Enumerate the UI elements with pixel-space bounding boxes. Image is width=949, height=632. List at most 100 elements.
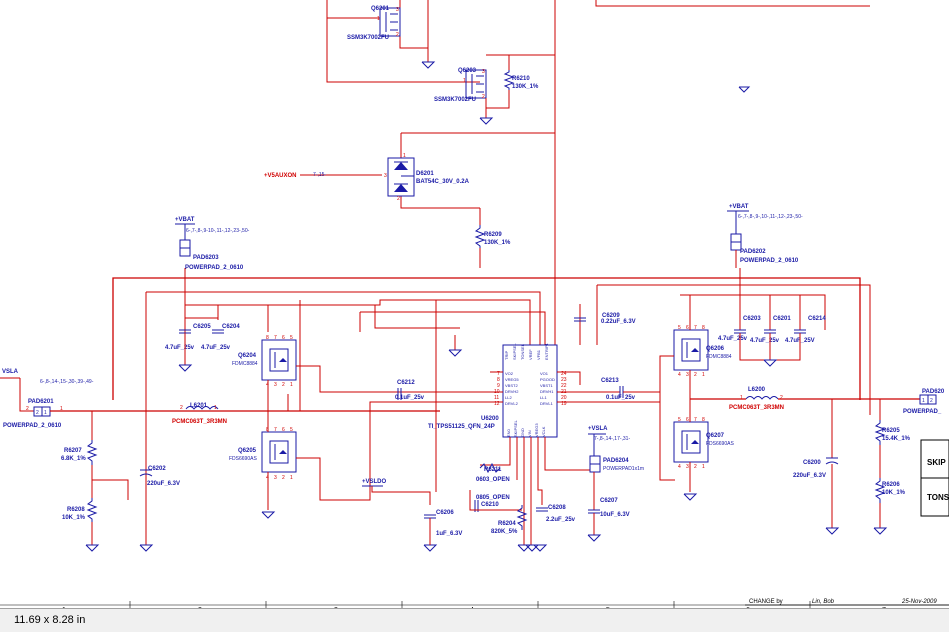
svg-text:1: 1	[922, 398, 925, 404]
q6207-part: FDS6690AS	[706, 441, 734, 447]
c6214-ref: C6214	[808, 316, 826, 322]
svg-text:3: 3	[396, 7, 399, 13]
pad6204-ref: PAD6204	[603, 458, 629, 464]
svg-text:5: 5	[678, 325, 681, 331]
svg-text:7: 7	[274, 427, 277, 433]
svg-text:2: 2	[482, 94, 485, 100]
ic-pin-right-6: DRVL1	[540, 401, 554, 406]
c6213-value: 0.1uF_25v	[606, 395, 636, 401]
svg-text:8: 8	[702, 417, 705, 423]
r6210-resistor: R6210 130K_1%	[503, 70, 539, 90]
svg-text:5: 5	[290, 427, 293, 433]
l6200-ref: L6200	[748, 387, 766, 393]
c6210-ref: C6210	[481, 502, 499, 508]
c6200-capacitor: C6200 220uF_6.3V	[793, 457, 839, 479]
svg-text:1: 1	[290, 382, 293, 388]
vbat-left-refs: 6-,7-,8-,9-10-,11-,12-,23-,50-	[186, 228, 250, 234]
q6201-ref: Q6201	[371, 6, 390, 12]
vbat-right-label: +VBAT	[729, 204, 749, 210]
q6204-mosfet: 8 7 6 5 4 3 2 1 Q6204 FDMC8884	[232, 335, 297, 388]
svg-text:1: 1	[463, 78, 466, 84]
l6200-part: PCMC063T_3R3MN	[729, 405, 784, 411]
c6201-ref: C6201	[773, 316, 791, 322]
pad6201-ref: PAD6201	[28, 399, 54, 405]
bus-wires	[112, 268, 871, 545]
r6209-ref: R6209	[484, 232, 502, 238]
svg-text:5: 5	[678, 417, 681, 423]
l6201-inductor: 2 1 L6201 PCMC063T_3R3MN	[172, 403, 227, 425]
c6207-ref: C6207	[600, 498, 618, 504]
svg-text:1: 1	[60, 406, 63, 412]
svg-text:19: 19	[561, 401, 567, 407]
ic-pin-left-1: VO2	[505, 371, 514, 376]
ic-pin-top-1: TRIP	[504, 351, 509, 360]
c6208-value: 2.2uF_25v	[546, 517, 576, 523]
svg-text:2: 2	[26, 406, 29, 412]
ic-pin-left-4: DRVH2	[505, 389, 519, 394]
q6206-mosfet: 5 6 7 8 4 3 2 1 Q6206 FDMC8884	[673, 325, 732, 378]
c6212-value: 0.1uF_25v	[395, 395, 425, 401]
ic-pin-top-6: ENTRIP1	[544, 342, 549, 360]
svg-text:2: 2	[780, 395, 783, 401]
c6203-value: 4.7uF_25v	[718, 336, 748, 342]
svg-text:12: 12	[494, 401, 500, 407]
c6204-value: 4.7uF_25v	[201, 345, 231, 351]
page-size-indicator[interactable]: 11.69 x 8.28 in	[14, 614, 86, 626]
svg-text:1: 1	[377, 16, 380, 22]
svg-text:7: 7	[694, 325, 697, 331]
title-skip-cell: SKIP	[927, 458, 946, 467]
q6206-part: FDMC8884	[706, 354, 732, 360]
c6205-value: 4.7uF_25v	[165, 345, 195, 351]
r6205-value: 15.4K_1%	[882, 436, 911, 442]
svg-text:6: 6	[282, 335, 285, 341]
c6209-capacitor: C6209 0.22uF_6.3V	[574, 313, 636, 325]
pad6202-part: POWERPAD_2_0610	[740, 258, 799, 264]
u6200-ref: U6200	[481, 416, 499, 422]
vsla-mid-refs: 7-,8-,14-,17-,31-	[594, 436, 630, 442]
ic-pin-bottom-3: GND	[520, 428, 525, 437]
c6208-capacitor: C6208 2.2uF_25v	[536, 505, 576, 523]
r6208-resistor: R6208 10K_1%	[62, 498, 98, 522]
c6205-ref: C6205	[193, 324, 211, 330]
l6201-part: PCMC063T_3R3MN	[172, 419, 227, 425]
pad6203-part: POWERPAD_2_0610	[185, 265, 244, 271]
svg-text:3: 3	[274, 475, 277, 481]
ic-pin-left-3: VBST2	[505, 383, 518, 388]
ic-pin-right-4: DRVH1	[540, 389, 554, 394]
svg-text:6: 6	[282, 427, 285, 433]
svg-text:1: 1	[702, 372, 705, 378]
c6208-ref: C6208	[548, 505, 566, 511]
q6207-mosfet: 5 6 7 8 4 3 2 1 Q6207 FDS6690AS	[673, 417, 734, 470]
r6205-resistor: R6205 15.4K_1%	[874, 420, 911, 445]
r6211-resistor: R6211 0603_OPEN	[476, 462, 510, 483]
r6204-resistor: R6204 820K_5%	[491, 505, 528, 535]
svg-text:1: 1	[403, 153, 406, 159]
svg-text:8: 8	[497, 377, 500, 383]
c6206-value: 1uF_6.3V	[436, 531, 462, 537]
svg-text:3: 3	[686, 372, 689, 378]
r6206-resistor: R6206 10K_1%	[874, 478, 906, 503]
c6201-value: 4.7uF_25v	[750, 338, 780, 344]
r6204-value: 820K_5%	[491, 529, 518, 535]
r6207-resistor: R6207 6.8K_1%	[61, 440, 98, 465]
u6200-part: TI_TPS51125_QFN_24P	[428, 424, 495, 430]
svg-text:8: 8	[266, 335, 269, 341]
svg-text:1: 1	[214, 405, 217, 411]
svg-text:6: 6	[686, 417, 689, 423]
svg-text:8: 8	[702, 325, 705, 331]
pad6203: PAD6203 POWERPAD_2_0610	[179, 239, 244, 271]
pad6200: 1 2 PAD620 POWERPAD_	[903, 389, 945, 415]
svg-text:3: 3	[274, 382, 277, 388]
pad6202-ref: PAD6202	[740, 249, 766, 255]
q6204-part: FDMC8884	[232, 361, 258, 367]
svg-text:2: 2	[282, 382, 285, 388]
r6207-ref: R6207	[64, 448, 82, 454]
c6207-value: 10uF_6.3V	[600, 512, 630, 518]
svg-text:7: 7	[497, 371, 500, 377]
pad6203-ref: PAD6203	[193, 255, 219, 261]
ic-pin-right-3: VBST1	[540, 383, 553, 388]
svg-text:1: 1	[44, 410, 47, 416]
pad6204-part: POWERPAD1x1m	[603, 466, 644, 472]
pad6200-ref: PAD620	[922, 389, 945, 395]
